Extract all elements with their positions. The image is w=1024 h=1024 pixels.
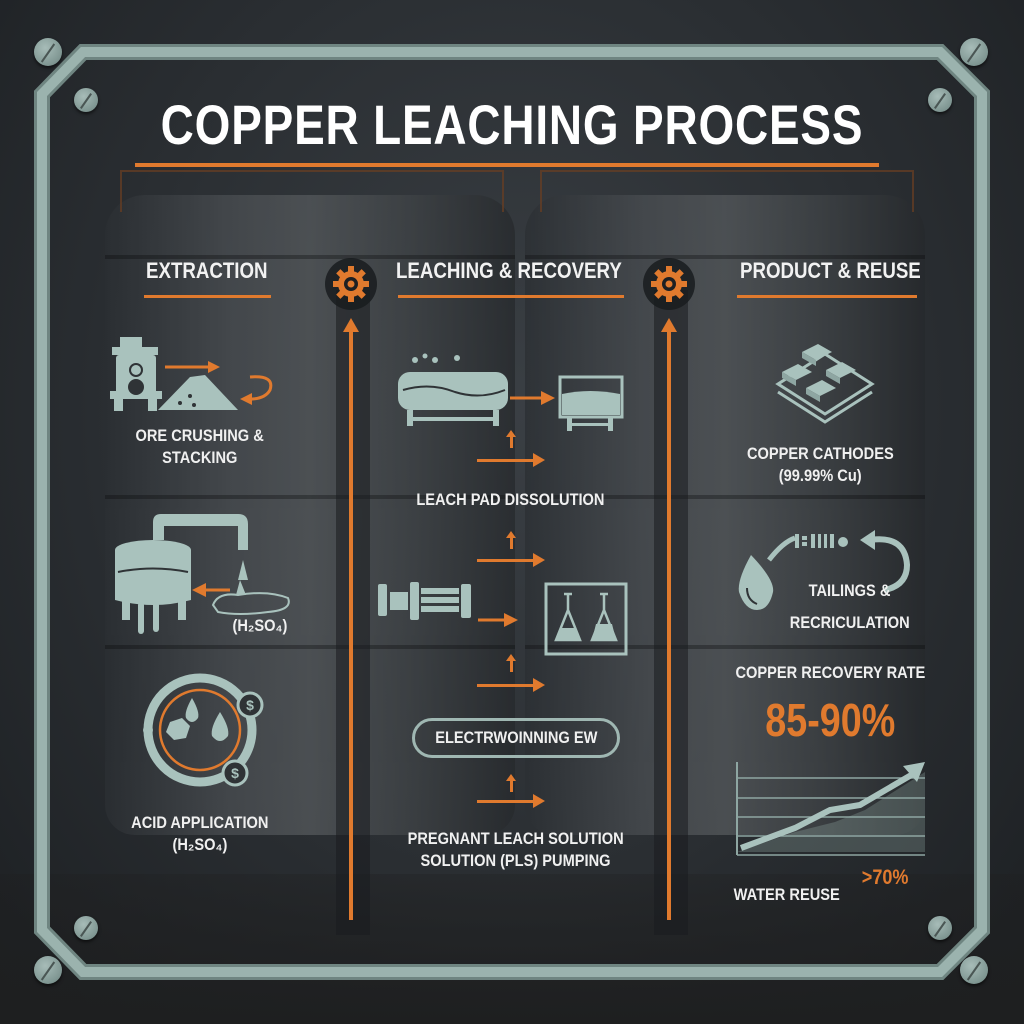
step-label-acid-application: ACID APPLICATION (H₂SO₄)	[131, 813, 269, 854]
connector-pillar	[654, 290, 688, 935]
column-heading-leaching-recovery: LEACHING & RECOVERY	[396, 258, 622, 283]
flow-arrow-up-icon	[506, 654, 516, 672]
water-reuse-trend-chart-icon	[736, 762, 925, 856]
flow-arrow-right-icon	[477, 678, 545, 692]
column-heading-product-reuse: PRODUCT & REUSE	[740, 258, 921, 283]
title-underline	[135, 163, 879, 167]
flow-line	[349, 330, 353, 920]
step-label-tailings-recirculation: TAILINGS &	[809, 581, 891, 600]
bolt-icon	[34, 38, 62, 66]
tank-pipe-acid-icon	[115, 514, 290, 634]
step-label-pls-pumping: PREGNANT LEACH SOLUTION SOLUTION (PLS) P…	[407, 829, 624, 870]
gear-icon	[333, 266, 369, 302]
step-label-ore-crushing: ORE CRUSHING & STACKING	[135, 426, 265, 467]
crusher-ore-pile-icon	[110, 337, 273, 411]
step-label-copper-cathodes: COPPER CATHODES (99.99% Cu)	[746, 444, 894, 485]
recovery-rate-value: 85-90%	[764, 694, 896, 746]
step-label-leach-pad-dissolution: LEACH PAD DISSOLUTION	[415, 490, 605, 509]
flow-arrow-up-icon	[506, 531, 516, 549]
flow-arrow-right-icon	[477, 453, 545, 467]
page-title: COPPER LEACHING PROCESS	[160, 93, 864, 156]
column-underline	[737, 295, 917, 298]
pump-and-flasks-icon	[378, 582, 628, 656]
ground-floor	[0, 874, 1024, 1024]
acid-formula-label: (H₂SO₄)	[232, 616, 288, 635]
recovery-rate-label: COPPER RECOVERY RATE	[735, 663, 926, 682]
tank-railing-right	[540, 170, 914, 212]
flow-arrow-up-icon	[343, 318, 359, 332]
bolt-icon	[74, 88, 98, 112]
connector-pillar	[336, 290, 370, 935]
bolt-icon	[928, 88, 952, 112]
electrowinning-badge: ELECTRWOINNING EW	[412, 718, 620, 758]
bolt-icon	[960, 38, 988, 66]
tank-railing-left	[120, 170, 504, 212]
bolt-icon	[928, 916, 952, 940]
column-underline	[398, 295, 624, 298]
water-reuse-value: >70%	[861, 866, 909, 889]
acid-cycle-drops-icon: $ $	[143, 673, 264, 787]
flow-arrow-up-icon	[506, 774, 516, 792]
water-drop-recirculation-icon	[738, 530, 911, 610]
background-tank-right	[525, 195, 925, 835]
column-heading-extraction: EXTRACTION	[146, 258, 268, 283]
flow-arrow-right-icon	[477, 553, 545, 567]
flow-arrow-up-icon	[506, 430, 516, 448]
column-underline	[144, 295, 271, 298]
svg-text:$: $	[231, 765, 239, 781]
gear-icon	[651, 266, 687, 302]
flow-line	[667, 330, 671, 920]
step-label-tailings-recirculation-line2: RECRICULATION	[790, 613, 910, 632]
water-reuse-label: WATER REUSE	[733, 885, 840, 904]
leach-tank-to-vessel-icon	[398, 353, 624, 431]
bolt-icon	[34, 956, 62, 984]
bolt-icon	[74, 916, 98, 940]
copper-cathodes-icon	[775, 344, 875, 424]
flow-arrow-up-icon	[661, 318, 677, 332]
flow-arrow-right-icon	[477, 794, 545, 808]
svg-text:$: $	[246, 697, 254, 713]
bolt-icon	[960, 956, 988, 984]
